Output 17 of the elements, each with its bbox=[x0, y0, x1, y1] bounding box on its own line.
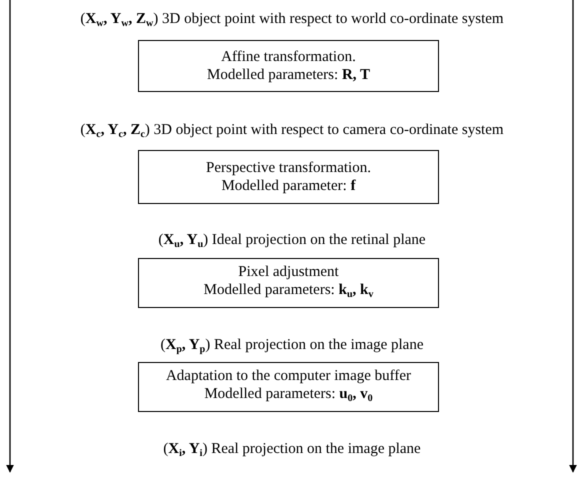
stage-label: (X$_{c}$, Y$_{c}$, Z$_{c}$) 3D object point with respect to camera co-ordinate system bbox=[80, 122, 504, 138]
process-box bbox=[138, 40, 439, 92]
process-box bbox=[138, 362, 439, 412]
box-heading: Affine transformation. bbox=[221, 48, 356, 66]
box-heading: Adaptation to the computer image buffer bbox=[166, 366, 412, 384]
box-heading: Perspective transformation. bbox=[206, 159, 371, 177]
parameter-text: Modelled parameters: k$_{u}$, k$_{v}$ bbox=[204, 280, 374, 302]
parameter-text: Modelled parameters: u$_{0}$, v$_{0}$ bbox=[204, 384, 373, 406]
process-box bbox=[138, 150, 439, 204]
stage-label: (X$_{w}$, Y$_{w}$, Z$_{w}$) 3D object point with respect to world co-ordinate system bbox=[80, 11, 504, 27]
stage-label: (X$_{u}$, Y$_{u}$) Ideal projection on the retinal plane bbox=[158, 232, 426, 248]
box-heading: Pixel adjustment bbox=[238, 262, 339, 280]
stage-label: (X$_{i}$, Y$_{i}$) Real projection on the image plane bbox=[163, 441, 421, 457]
parameter-text: Modelled parameter: f bbox=[221, 177, 356, 195]
stage-label: (X$_{p}$, Y$_{p}$) Real projection on the image plane bbox=[160, 337, 424, 353]
process-box bbox=[138, 258, 439, 308]
parameter-text: Modelled parameters: R, T bbox=[206, 66, 370, 84]
